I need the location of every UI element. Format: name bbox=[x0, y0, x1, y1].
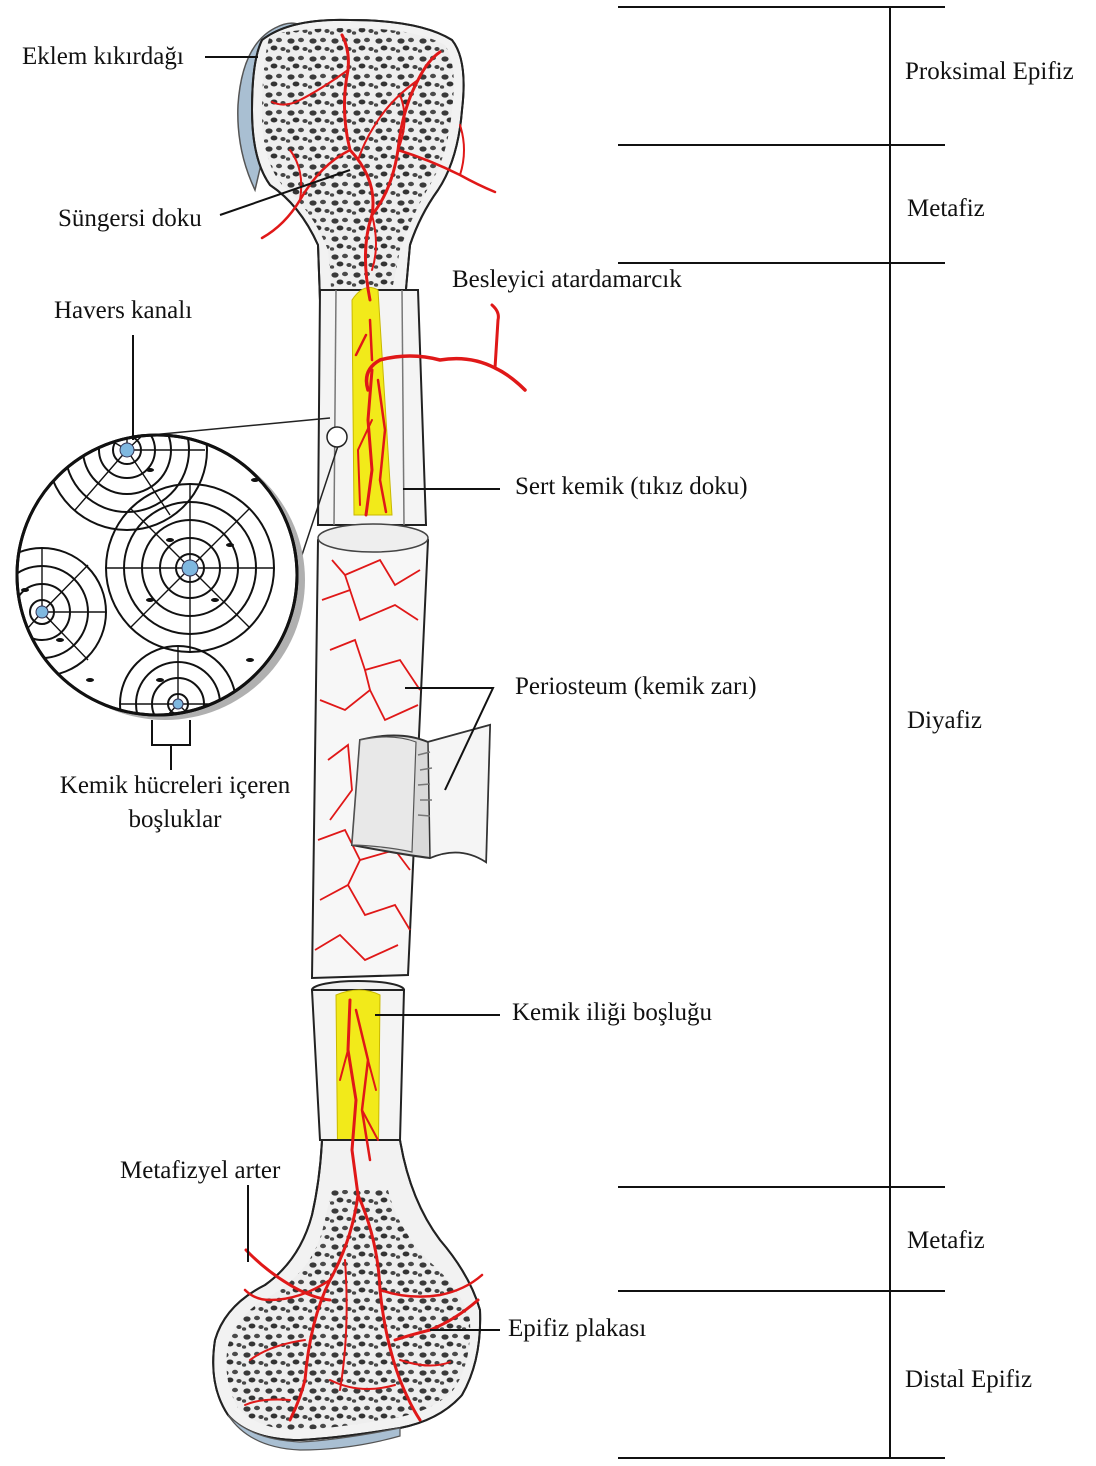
osteon-magnification bbox=[0, 370, 347, 762]
label-nutrient-artery: Besleyici atardamarcık bbox=[452, 265, 682, 295]
label-bone-cell-lacunae-line2: boşluklar bbox=[50, 805, 300, 835]
label-spongy-bone: Süngersi doku bbox=[58, 204, 202, 234]
label-metaphyseal-artery: Metafizyel arter bbox=[120, 1156, 280, 1186]
diaphysis bbox=[312, 288, 490, 1200]
label-haversian-canal: Havers kanalı bbox=[54, 296, 192, 326]
region-dividers bbox=[618, 7, 945, 1458]
label-marrow-cavity: Kemik iliği boşluğu bbox=[512, 998, 712, 1028]
region-distal-epiphysis: Distal Epifiz bbox=[905, 1365, 1032, 1395]
region-proximal-epiphysis: Proksimal Epifiz bbox=[905, 57, 1074, 87]
label-epiphyseal-plate: Epifiz plakası bbox=[508, 1314, 646, 1344]
region-metaphysis-upper: Metafiz bbox=[907, 194, 985, 224]
region-metaphysis-lower: Metafiz bbox=[907, 1226, 985, 1256]
region-diaphysis: Diyafiz bbox=[907, 706, 982, 736]
label-articular-cartilage: Eklem kıkırdağı bbox=[22, 42, 184, 72]
label-periosteum: Periosteum (kemik zarı) bbox=[515, 672, 757, 702]
label-bone-cell-lacunae-line1: Kemik hücreleri içeren bbox=[50, 771, 300, 801]
label-compact-bone: Sert kemik (tıkız doku) bbox=[515, 472, 748, 502]
